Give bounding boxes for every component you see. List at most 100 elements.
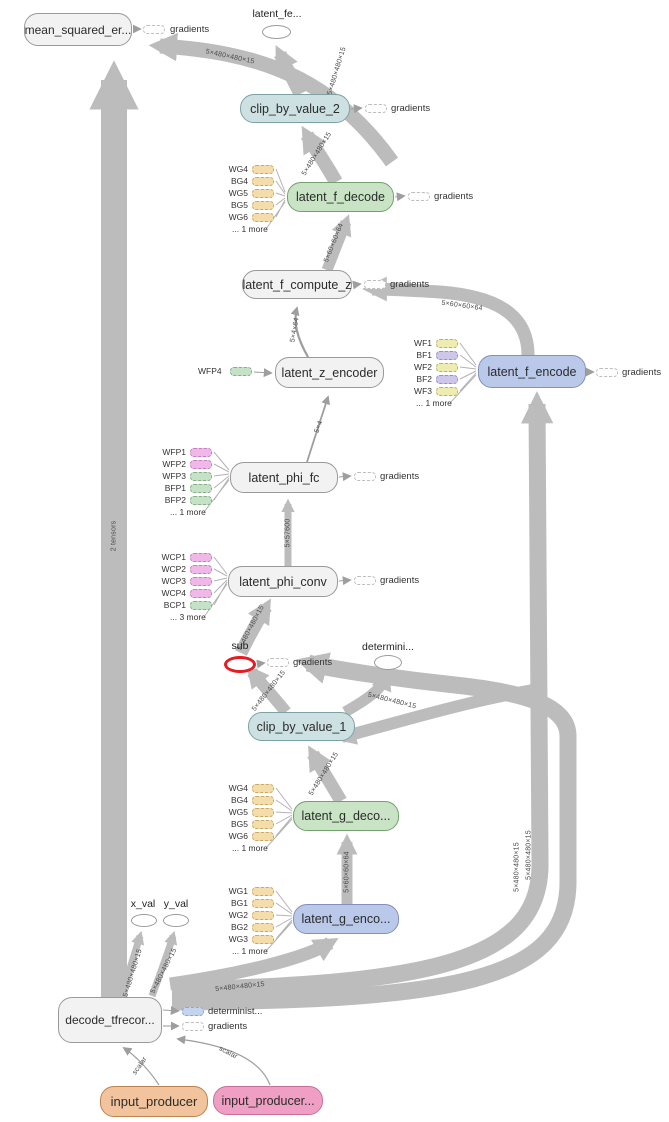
gradients-node[interactable]	[267, 658, 289, 667]
edge-clip1-to-sub	[246, 664, 291, 716]
weight-pill[interactable]	[230, 367, 252, 376]
node-clip-by-value-2[interactable]: clip_by_value_2	[240, 94, 350, 123]
deterministic-label: determinist...	[208, 1006, 263, 1017]
weight-pill[interactable]	[252, 934, 274, 944]
node-latent-g-encode[interactable]: latent_g_enco...	[293, 904, 399, 934]
node-latent-f-decode[interactable]: latent_f_decode	[287, 182, 394, 212]
node-deterministic-ellipse[interactable]	[374, 655, 402, 670]
node-latent-phi-fc[interactable]: latent_phi_fc	[230, 462, 338, 493]
gradients-label: gradients	[390, 279, 430, 290]
output-y-val-label: y_val	[163, 898, 189, 910]
weight-pill[interactable]	[252, 200, 274, 210]
stack-g-decode-inputs: WG4 BG4 WG5 BG5 WG6 ... 1 more	[218, 782, 274, 854]
weight-pill[interactable]	[190, 471, 212, 481]
node-clip-by-value-1[interactable]: clip_by_value_1	[248, 712, 355, 741]
edge-gdecode-to-clip1	[307, 745, 347, 805]
gradients-label: gradients	[380, 575, 420, 586]
weight-pill[interactable]	[436, 338, 458, 348]
weight-pill[interactable]	[252, 212, 274, 222]
gradients-node[interactable]	[365, 104, 387, 113]
node-mean-squared-error[interactable]: mean_squared_er...	[24, 13, 132, 46]
output-latent-fe-ellipse[interactable]	[262, 25, 291, 39]
edge-right-to-clip1	[333, 682, 546, 745]
weight-pill[interactable]	[252, 807, 274, 817]
node-sub-label: sub	[231, 640, 249, 652]
edge-computez-to-fdecode	[321, 214, 352, 272]
edge-v1-decode-to-fencode	[171, 391, 554, 999]
weight-pill[interactable]	[190, 483, 212, 493]
weight-pill[interactable]	[252, 783, 274, 793]
weight-pill[interactable]	[252, 910, 274, 920]
node-latent-f-encode[interactable]: latent_f_encode	[478, 355, 586, 388]
gradients-node[interactable]	[408, 192, 430, 201]
node-deterministic-label: determini...	[362, 641, 414, 653]
gradients-label: gradients	[380, 471, 420, 482]
edge-clip1-to-deterministic	[342, 669, 392, 717]
gradients-label: gradients	[208, 1021, 248, 1032]
node-latent-z-encoder[interactable]: latent_z_encoder	[275, 357, 384, 388]
weight-pill[interactable]	[190, 564, 212, 574]
thin-edges[interactable]	[122, 24, 595, 1086]
node-input-producer[interactable]: input_producer	[100, 1086, 208, 1117]
thick-edges[interactable]	[89, 32, 577, 1011]
edge-fencode-to-computez	[362, 276, 535, 356]
weight-pill[interactable]	[190, 600, 212, 610]
weight-pill[interactable]	[190, 459, 212, 469]
weight-pill[interactable]	[252, 795, 274, 805]
weight-pill[interactable]	[252, 886, 274, 896]
node-latent-g-decode[interactable]: latent_g_deco...	[293, 801, 399, 831]
gradients-label: gradients	[170, 24, 210, 35]
weight-pill[interactable]	[252, 831, 274, 841]
edge-zencoder-to-computez	[290, 306, 309, 358]
more-inputs-label[interactable]: ... 1 more	[232, 843, 268, 853]
more-inputs-label[interactable]: ... 1 more	[232, 946, 268, 956]
edge-clip2-to-latentfe	[274, 45, 306, 97]
deterministic-node[interactable]	[182, 1007, 204, 1016]
weight-pill[interactable]	[190, 495, 212, 505]
weight-pill[interactable]	[436, 374, 458, 384]
more-inputs-label[interactable]: ... 1 more	[170, 507, 206, 517]
weight-pill[interactable]	[436, 362, 458, 372]
node-decode-tfrecord[interactable]: decode_tfrecor...	[58, 997, 162, 1043]
more-inputs-label[interactable]: ... 1 more	[232, 224, 268, 234]
node-input-producer-2[interactable]: input_producer...	[213, 1086, 323, 1115]
weight-pill[interactable]	[252, 176, 274, 186]
output-y-val-ellipse[interactable]	[163, 914, 189, 927]
edge-v2-decode-to-sub	[171, 652, 577, 1011]
weight-pill[interactable]	[190, 588, 212, 598]
wfp4-label: WFP4	[198, 366, 222, 376]
edge-sub-to-phiconv	[235, 598, 272, 656]
weight-pill[interactable]	[252, 898, 274, 908]
stack-f-decode-inputs: WG4 BG4 WG5 BG5 WG6 ... 1 more	[218, 163, 274, 235]
stack-phi-fc-inputs: WFP1 WFP2 WFP3 BFP1 BFP2 ... 1 more	[156, 446, 212, 518]
gradients-node[interactable]	[143, 25, 165, 34]
edge-producer1-to-decode	[122, 1047, 160, 1086]
weight-pill[interactable]	[252, 819, 274, 829]
gradients-node[interactable]	[596, 368, 618, 377]
weight-pill[interactable]	[190, 447, 212, 457]
output-x-val-ellipse[interactable]	[131, 914, 157, 927]
gradients-node[interactable]	[354, 576, 376, 585]
node-sub-ellipse-highlighted[interactable]	[224, 656, 256, 673]
more-inputs-label[interactable]: ... 3 more	[170, 612, 206, 622]
gradients-node[interactable]	[364, 280, 386, 289]
edge-decode-to-xval	[118, 930, 145, 997]
node-latent-f-compute-z[interactable]: latent_f_compute_z	[242, 270, 352, 299]
weight-pill[interactable]	[252, 188, 274, 198]
weight-pill[interactable]	[436, 350, 458, 360]
gradients-node[interactable]	[182, 1022, 204, 1031]
node-latent-phi-conv[interactable]: latent_phi_conv	[228, 566, 338, 597]
stack-connector-lines	[203, 168, 477, 952]
more-inputs-label[interactable]: ... 1 more	[416, 398, 452, 408]
edge-fdecode-to-clip2	[300, 125, 343, 186]
edge-phifc-to-zencoder	[306, 395, 330, 463]
edge-producer2-to-decode	[176, 1035, 271, 1086]
gradients-node[interactable]	[354, 472, 376, 481]
weight-pill[interactable]	[436, 386, 458, 396]
weight-pill[interactable]	[252, 922, 274, 932]
weight-pill[interactable]	[190, 552, 212, 562]
weight-pill[interactable]	[190, 576, 212, 586]
weight-pill[interactable]	[252, 164, 274, 174]
gradients-label: gradients	[293, 657, 333, 668]
